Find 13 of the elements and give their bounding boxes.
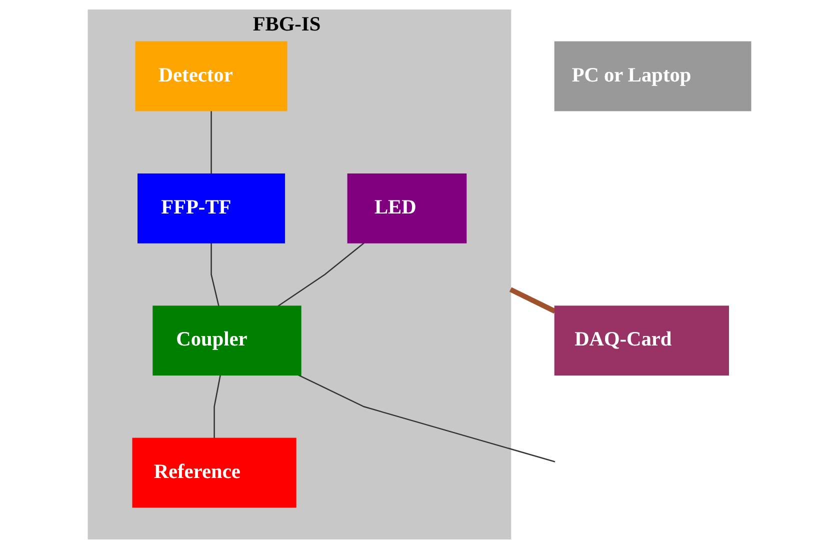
connector — [210, 110, 212, 174]
node-box: PC or Laptop — [554, 41, 752, 112]
connector — [277, 242, 365, 307]
node-box: Detector — [135, 41, 288, 112]
connector — [298, 374, 556, 462]
node-box: Reference — [132, 438, 296, 508]
node-box: Coupler — [152, 306, 302, 376]
node-box: DAQ-Card — [554, 306, 729, 376]
node-box: LED — [347, 173, 467, 244]
connector — [214, 374, 222, 438]
connector — [509, 287, 556, 314]
connector — [210, 242, 220, 306]
node-box: FFP-TF — [138, 173, 286, 244]
